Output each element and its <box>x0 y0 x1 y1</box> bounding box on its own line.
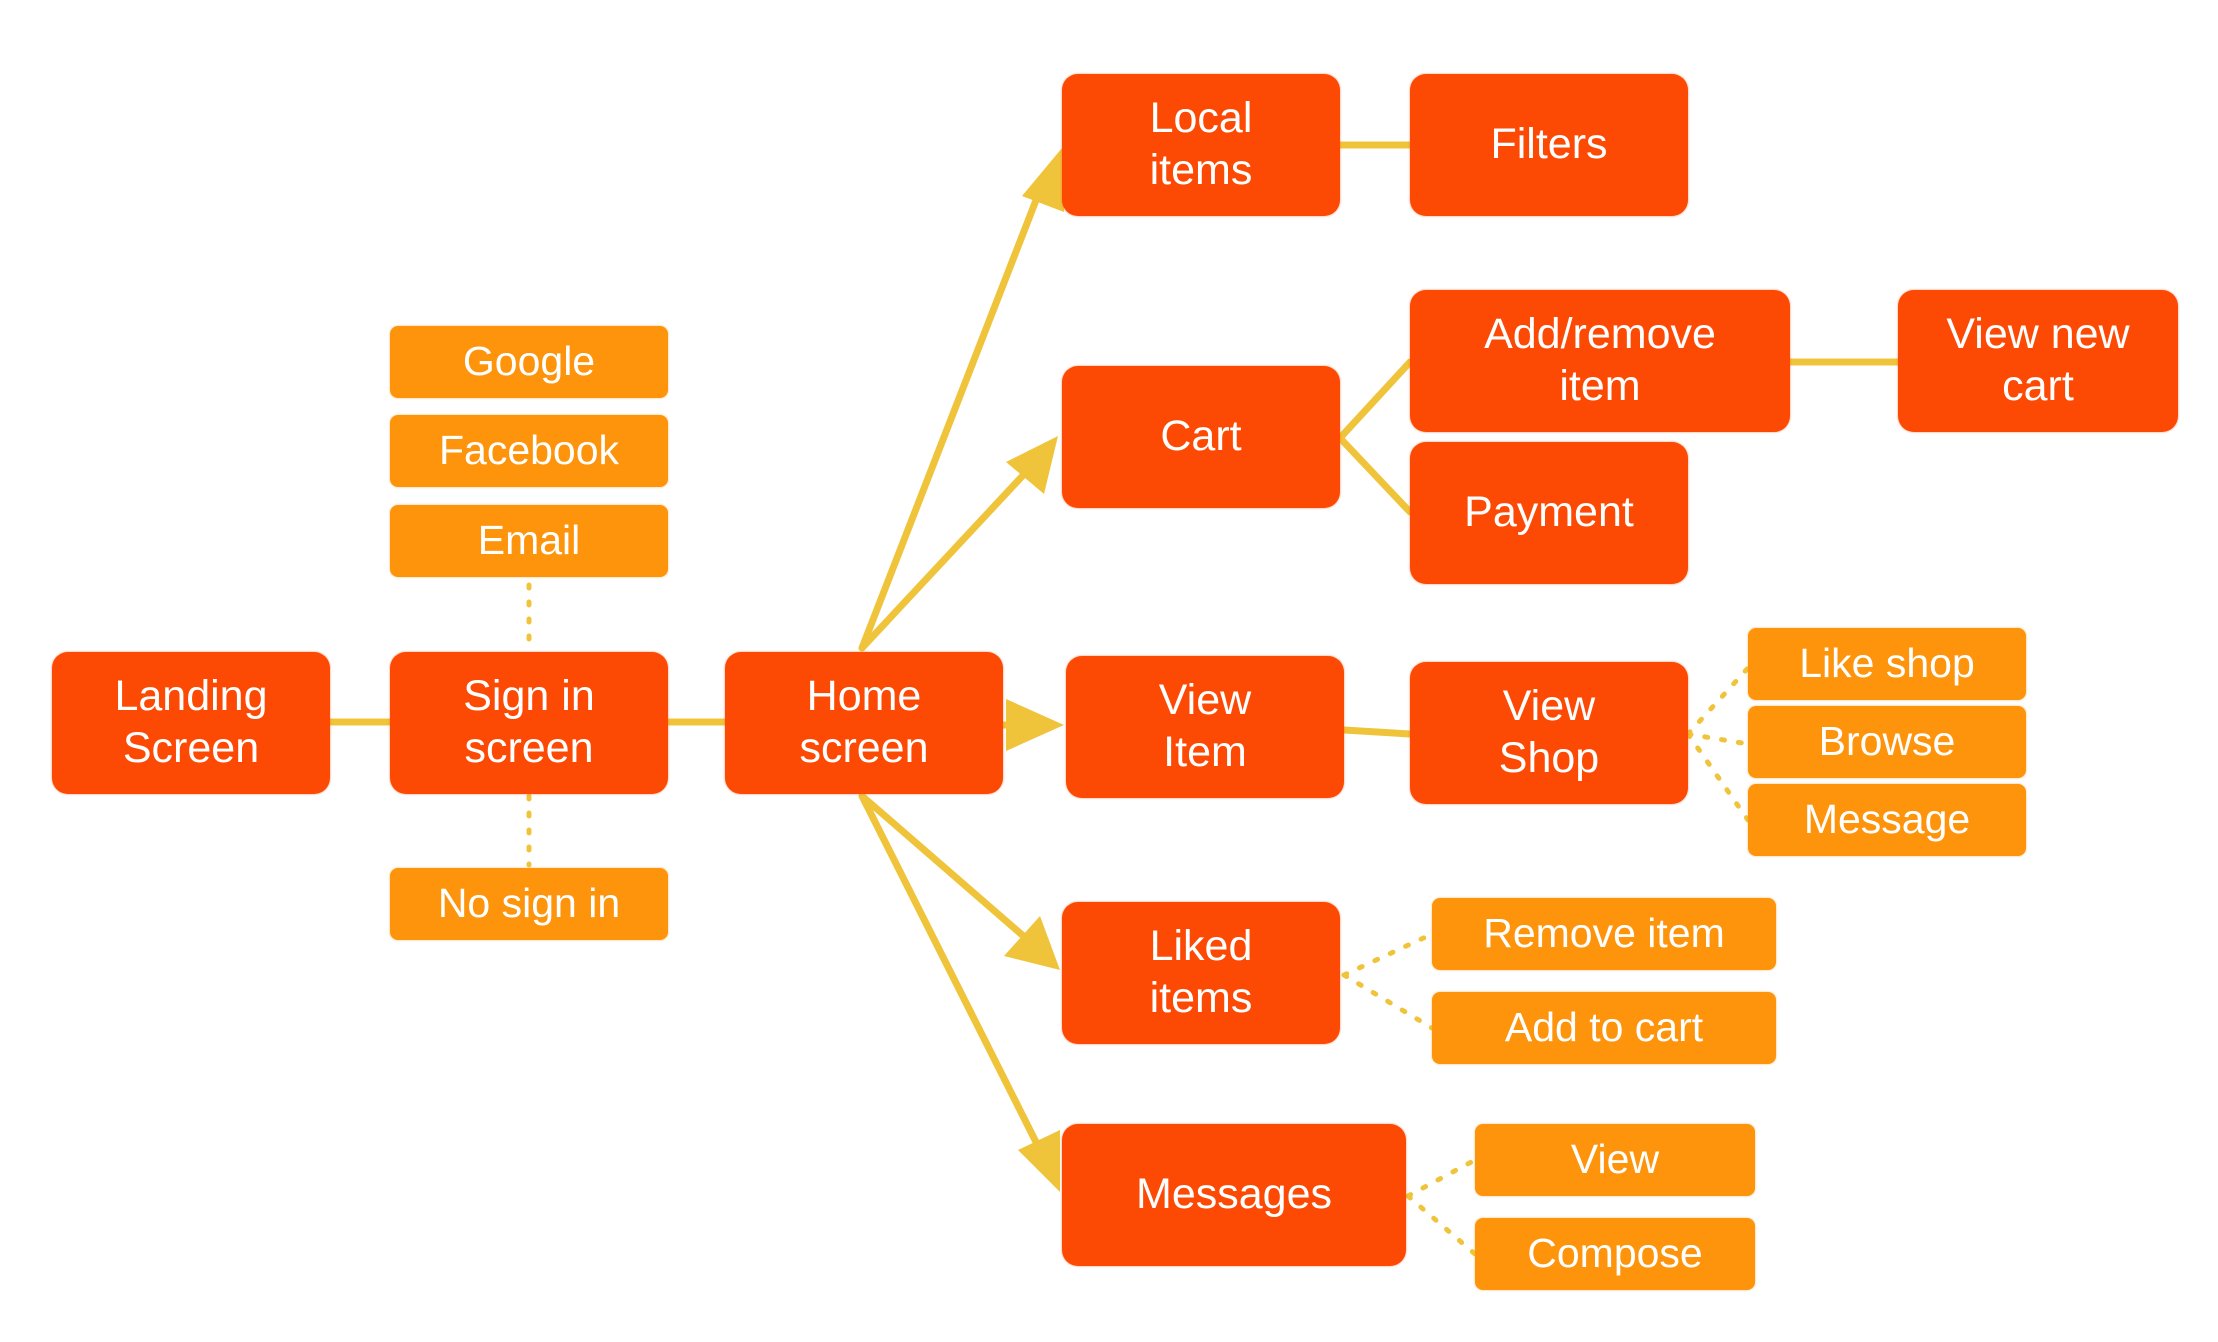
connector-home-messages <box>858 792 1044 1154</box>
node-no-sign-in: No sign in <box>390 868 668 940</box>
connector-messages-view <box>1405 1157 1478 1199</box>
node-sign-in-screen: Sign in screen <box>390 652 668 794</box>
connector-home-cart <box>858 466 1032 652</box>
connector-messages-compose <box>1405 1193 1478 1257</box>
node-add-to-cart: Add to cart <box>1432 992 1776 1064</box>
connector-cart-payment <box>1336 434 1414 516</box>
connector-liked-removeitem <box>1341 931 1435 978</box>
node-view-item: View Item <box>1066 656 1344 798</box>
node-compose: Compose <box>1475 1218 1755 1290</box>
node-google: Google <box>390 326 668 398</box>
node-home-screen: Home screen <box>725 652 1003 794</box>
node-payment: Payment <box>1410 442 1688 584</box>
node-like-shop: Like shop <box>1748 628 2026 700</box>
connector-viewitem-viewshop <box>1340 726 1414 738</box>
node-remove-item: Remove item <box>1432 898 1776 970</box>
connector-viewshop-message <box>1685 731 1751 823</box>
arrow-messages <box>1018 1130 1060 1192</box>
arrow-local <box>1022 148 1064 212</box>
node-add-remove-item: Add/remove item <box>1410 290 1790 432</box>
node-liked-items: Liked items <box>1062 902 1340 1044</box>
arrow-viewitem <box>1006 699 1064 751</box>
connector-cart-addremove <box>1336 358 1414 442</box>
node-view: View <box>1475 1124 1755 1196</box>
node-cart: Cart <box>1062 366 1340 508</box>
connector-liked-addtocart <box>1341 972 1435 1031</box>
node-view-shop: View Shop <box>1410 662 1688 804</box>
node-email: Email <box>390 505 668 577</box>
node-filters: Filters <box>1410 74 1688 216</box>
arrow-cart <box>1006 436 1058 494</box>
connector-viewshop-browse <box>1685 731 1751 747</box>
connector-home-liked <box>858 792 1032 944</box>
connector-home-local <box>858 186 1044 652</box>
node-landing-screen: Landing Screen <box>52 652 330 794</box>
connector-viewshop-likeshop <box>1685 665 1751 737</box>
node-browse: Browse <box>1748 706 2026 778</box>
node-view-new-cart: View new cart <box>1898 290 2178 432</box>
node-messages: Messages <box>1062 1124 1406 1266</box>
node-message: Message <box>1748 784 2026 856</box>
node-facebook: Facebook <box>390 415 668 487</box>
node-local-items: Local items <box>1062 74 1340 216</box>
arrow-liked <box>1004 916 1060 970</box>
